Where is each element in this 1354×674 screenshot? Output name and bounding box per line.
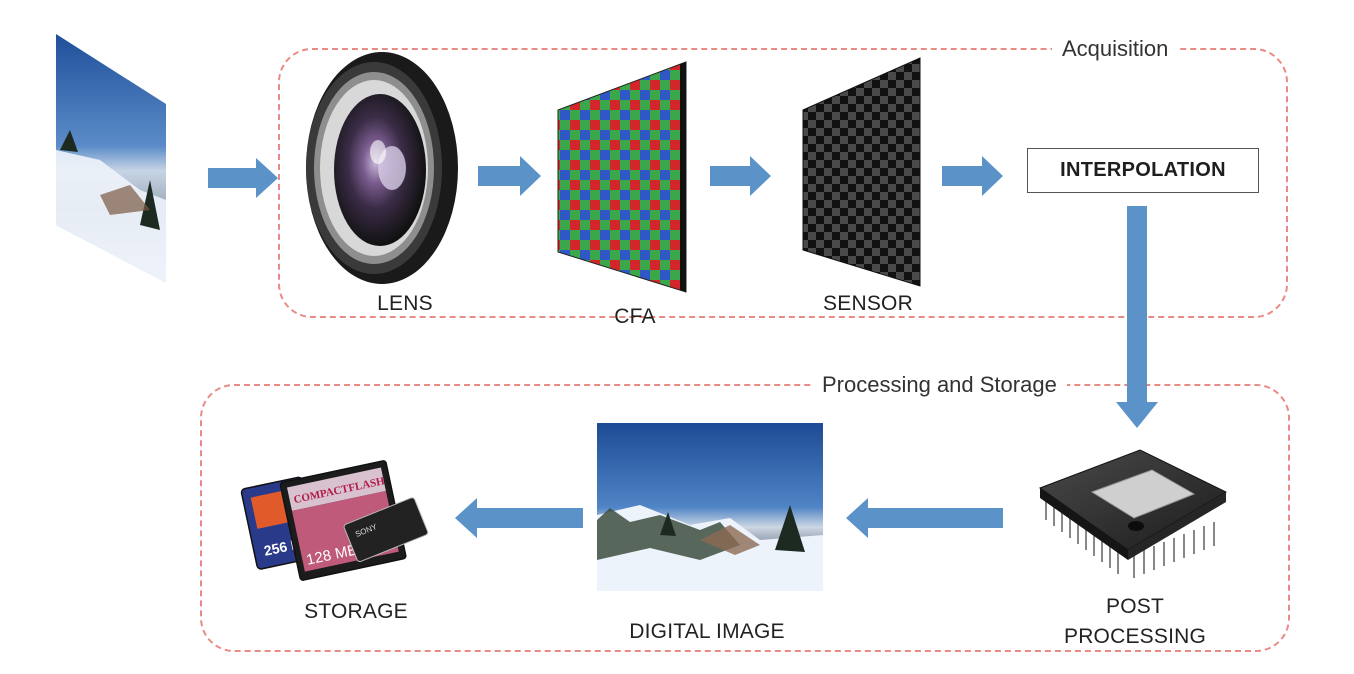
acquisition-group (278, 48, 1288, 318)
arrow-scene-to-lens (208, 158, 278, 198)
sensor-grid-icon (802, 57, 921, 287)
cfa-grid-icon (557, 61, 687, 293)
arrow-cfa-to-sensor (710, 156, 771, 196)
processing-group (200, 384, 1290, 652)
post-processing-label: POST PROCESSING (1055, 592, 1215, 652)
cfa-label: CFA (614, 305, 656, 328)
processor-chip-icon (1038, 449, 1228, 578)
post-processing-line2: PROCESSING (1063, 625, 1207, 648)
arrow-post-to-digital (846, 498, 1003, 538)
memory-cards-icon: 256 MB COMPACTFLASH 128 MB SONY (240, 460, 429, 581)
digital-image-label: DIGITAL IMAGE (629, 620, 785, 643)
digital-photo-icon (597, 423, 823, 591)
storage-label: STORAGE (304, 600, 408, 623)
acquisition-title: Acquisition (1052, 35, 1179, 63)
arrow-sensor-to-interpolation (942, 156, 1003, 196)
processing-title: Processing and Storage (812, 371, 1067, 399)
arrow-lens-to-cfa (478, 156, 541, 196)
arrow-digital-to-storage (455, 498, 583, 538)
sensor-label: SENSOR (823, 292, 913, 315)
camera-lens-icon (306, 52, 458, 284)
interpolation-box: INTERPOLATION (1027, 148, 1259, 193)
post-processing-line1: POST (1106, 595, 1164, 618)
lens-label: LENS (377, 292, 433, 315)
scene-photo-icon (56, 34, 166, 283)
arrow-interpolation-to-post (1116, 206, 1158, 428)
